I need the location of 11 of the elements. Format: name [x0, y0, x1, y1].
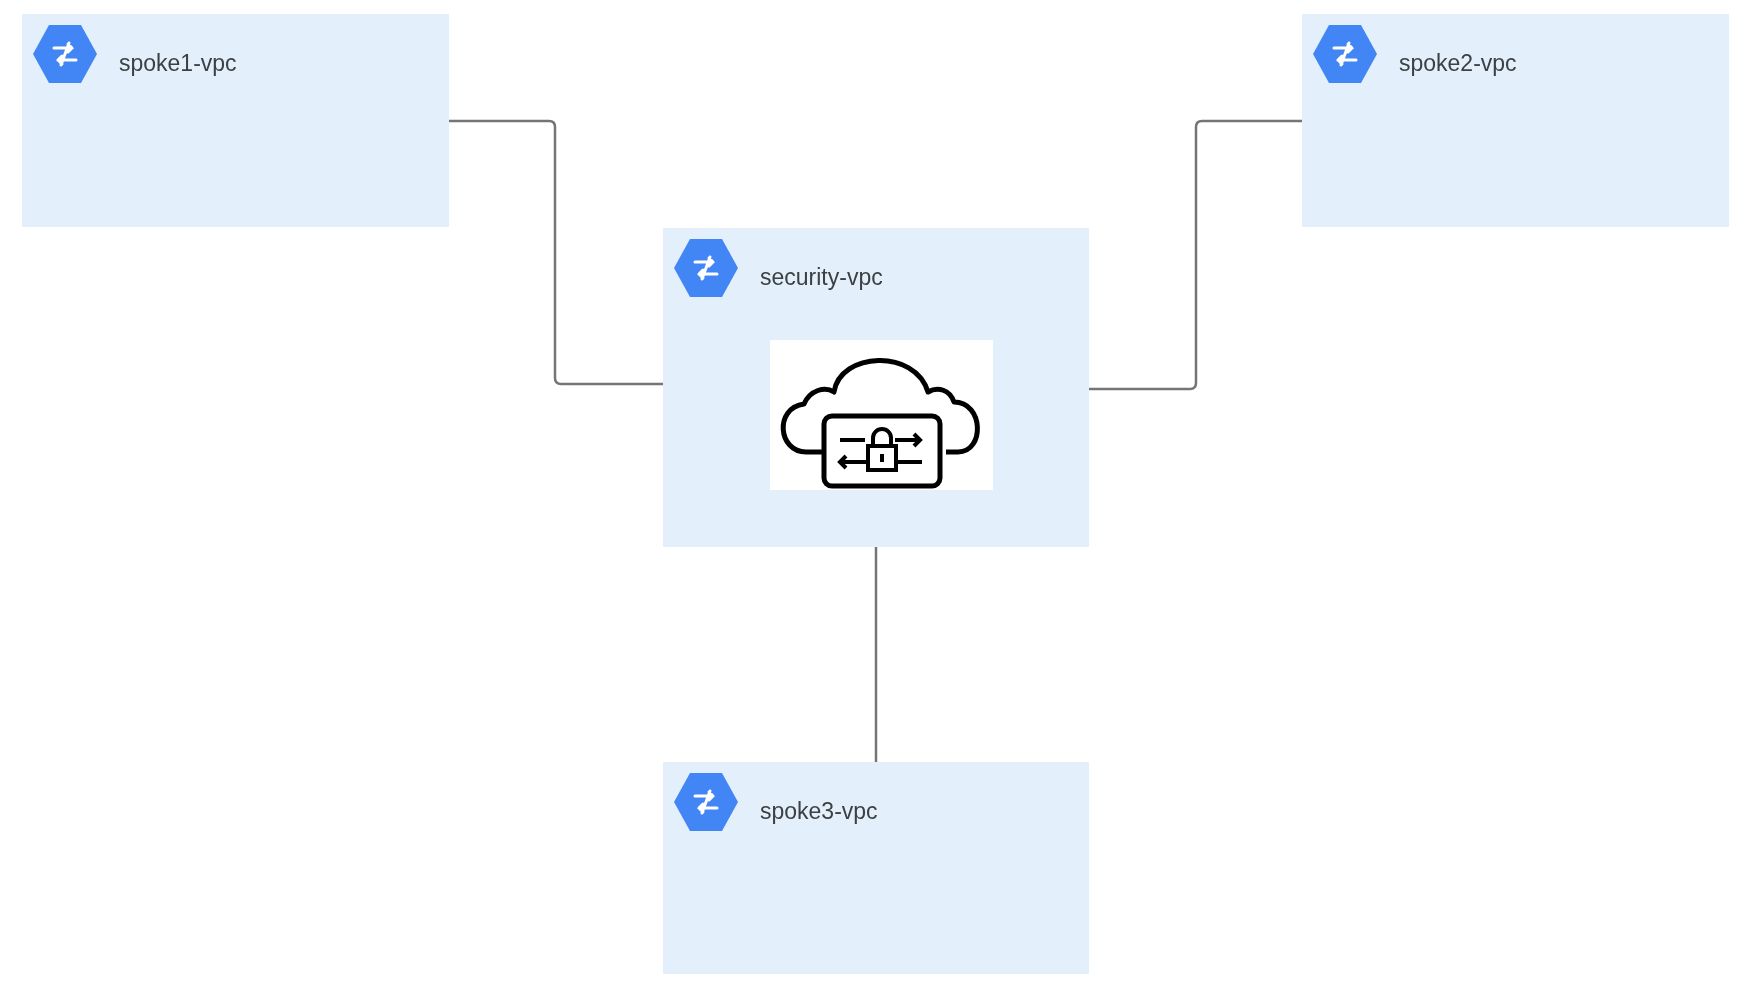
- vpc-label: security-vpc: [760, 264, 883, 291]
- vpc-panel: [1302, 14, 1729, 227]
- vpc-panel: [663, 762, 1089, 974]
- vpc-label: spoke3-vpc: [760, 798, 878, 825]
- connector-line: [1089, 119, 1302, 391]
- vpc-panel: [22, 14, 449, 227]
- connector-line: [449, 119, 663, 386]
- vpc-label: spoke1-vpc: [119, 50, 237, 77]
- connector-line: [874, 547, 878, 762]
- vpc-label: spoke2-vpc: [1399, 50, 1517, 77]
- vpc-panel: [663, 228, 1089, 547]
